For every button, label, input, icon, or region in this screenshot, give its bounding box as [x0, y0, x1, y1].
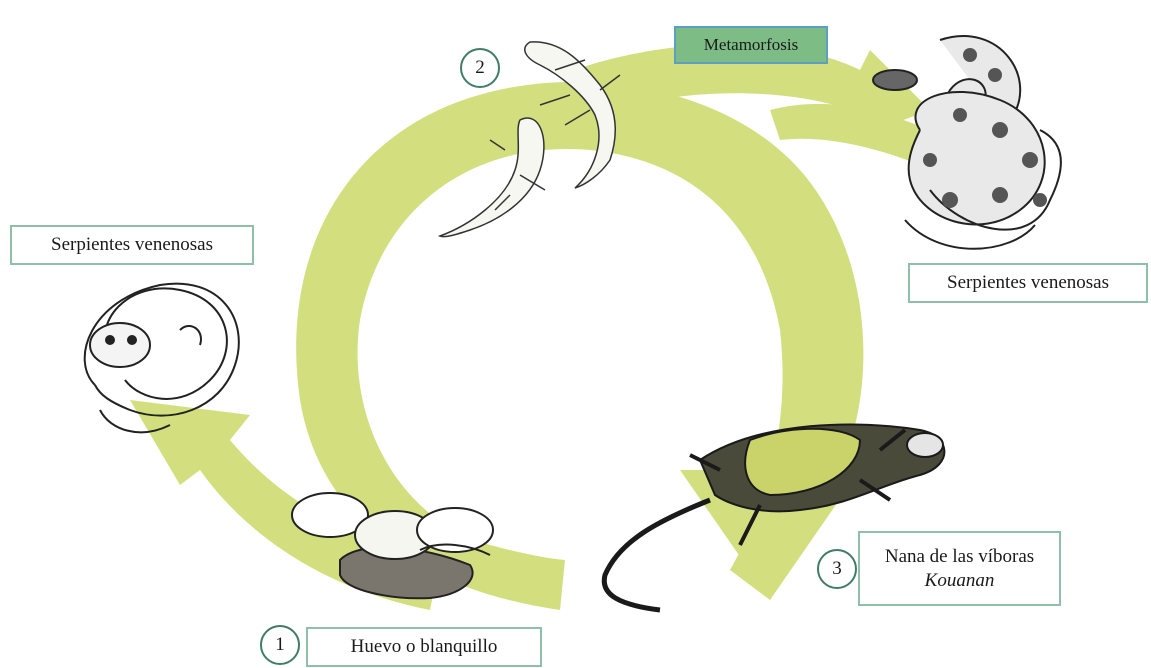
- snakes-left-label: Serpientes venenosas: [10, 225, 254, 265]
- nana-line1-text: Nana de las víboras: [860, 545, 1059, 569]
- step-number-1: 1: [260, 625, 300, 665]
- step-number-2: 2: [460, 48, 500, 88]
- snakes-right-text: Serpientes venenosas: [910, 271, 1146, 295]
- metamorphosis-text: Metamorfosis: [676, 34, 826, 55]
- step-number-3: 3: [817, 549, 857, 589]
- egg-label: Huevo o blanquillo: [306, 627, 542, 667]
- nana-label: Nana de las víboras Kouanan: [858, 531, 1061, 606]
- snakes-right-label: Serpientes venenosas: [908, 263, 1148, 303]
- metamorphosis-label: Metamorfosis: [674, 26, 828, 64]
- nana-line2-text: Kouanan: [860, 569, 1059, 593]
- snakes-left-text: Serpientes venenosas: [12, 233, 252, 257]
- egg-text: Huevo o blanquillo: [308, 635, 540, 659]
